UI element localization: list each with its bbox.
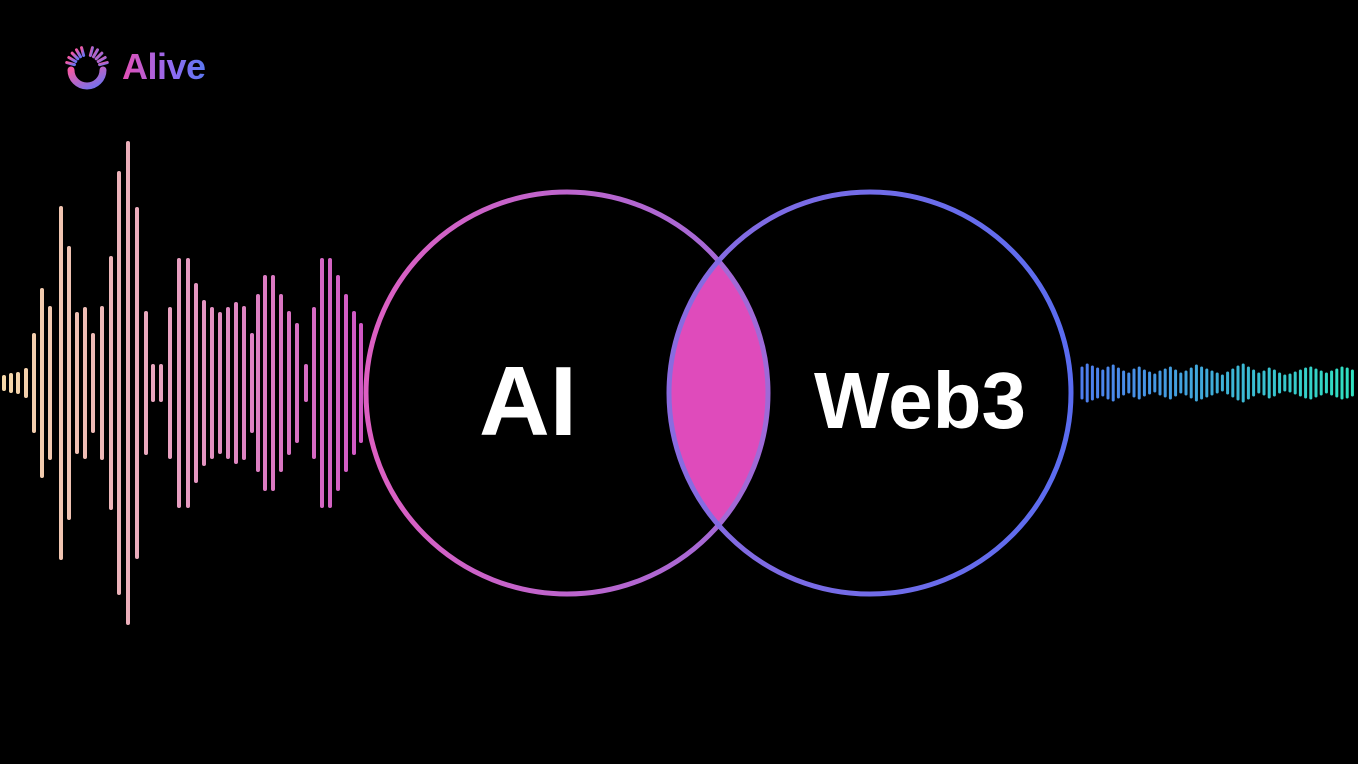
logo-ray [80,46,86,57]
logo-ray [92,48,99,59]
right-sound-wave [1080,363,1354,403]
logo-ray [94,51,104,61]
logo-ray [88,46,94,57]
brand-logo[interactable]: Alive [64,44,206,90]
venn-overlap [670,262,768,525]
logo-ray [98,61,109,67]
venn-left-label: AI [479,346,577,456]
logo-ray [75,48,82,59]
left-sound-wave [2,141,363,625]
sunrise-ring-icon [64,45,110,90]
venn-right-label: Web3 [814,356,1026,445]
logo-ray [65,61,76,67]
logo-ray [67,56,78,63]
venn-right-circle [666,189,1074,597]
logo-ray [70,51,80,61]
venn-left-circle [363,189,771,597]
brand-name: Alive [122,46,206,87]
logo-ray [96,56,107,63]
